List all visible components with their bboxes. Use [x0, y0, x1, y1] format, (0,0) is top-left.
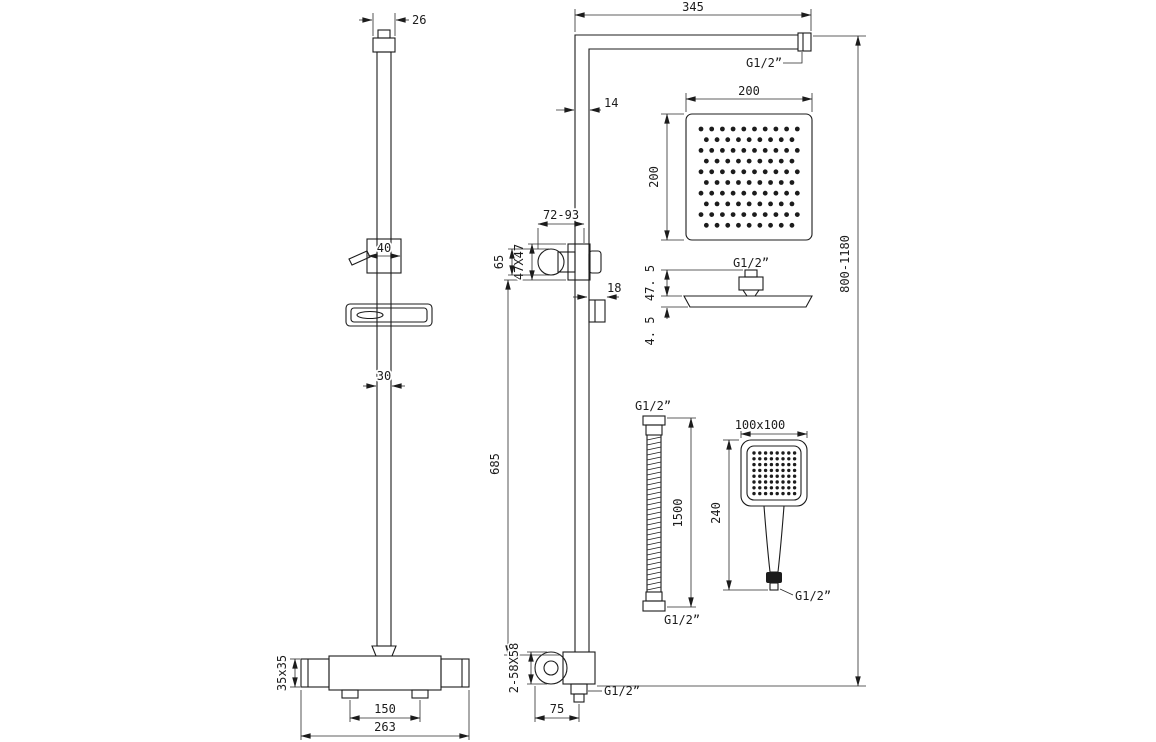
- dim-label-arm-length: 345: [682, 0, 704, 14]
- hand-shower-handle: [763, 505, 785, 573]
- label-hose-thread-bottom: G1/2”: [664, 613, 700, 627]
- hand-shower-face-plate: [746, 445, 802, 501]
- pipe-inner-line: [588, 48, 798, 652]
- dim-label-pipe: 14: [604, 96, 618, 110]
- label-outlet-thread: G1/2”: [604, 684, 640, 698]
- valve-left-inlet: [341, 689, 359, 699]
- dim-label-hand-face: 100x100: [735, 418, 786, 432]
- pipe-outer-line: [574, 34, 798, 652]
- head-swivel-taper: [741, 289, 761, 297]
- dim-label-hose-length: 1500: [671, 499, 685, 528]
- head-side-view: G1/2” 47. 5 4. 5: [641, 254, 813, 347]
- slider-bracket: [366, 238, 402, 274]
- rail-top-cap: [372, 37, 396, 53]
- arm-end-connector: [797, 32, 812, 52]
- hose-view: G1/2” G1/2” 1500: [633, 397, 702, 629]
- head-face-view: 200 200: [645, 82, 813, 241]
- soap-dish-recess: [356, 310, 384, 320]
- hose-corrugation: [646, 436, 662, 591]
- front-view: 26 40 30 35x35 150 263: [273, 11, 470, 740]
- shower-head-face: [685, 113, 813, 241]
- lower-wall-flange: [534, 651, 568, 685]
- dim-label-rail: 30: [377, 369, 391, 383]
- hand-shower-head: [740, 439, 808, 507]
- outlet-elbow-body: [562, 651, 596, 685]
- hand-spray-nozzle-grid: [752, 451, 797, 496]
- valve-body: [328, 655, 442, 691]
- head-profile: [683, 295, 813, 308]
- dim-label-height-range: 800-1180: [838, 235, 852, 293]
- leader-line: [779, 588, 794, 596]
- hose-top-ferrule: [645, 424, 663, 436]
- slider-block-side: [588, 299, 606, 323]
- head-thread-stub: [744, 269, 758, 278]
- hose-bottom-ferrule: [645, 591, 663, 602]
- valve-right-handle: [440, 658, 470, 688]
- dim-label-overall-width: 263: [374, 720, 396, 734]
- outlet-thread-stub: [573, 693, 585, 703]
- dim-label-valve-body: 35x35: [275, 655, 289, 691]
- dim-label-connector-height: 47. 5: [643, 265, 657, 301]
- upper-wall-flange: [537, 248, 565, 276]
- riser-rail: [376, 51, 392, 647]
- dim-label-wall-plate: 2-58X58: [507, 643, 521, 694]
- label-head-thread: G1/2”: [733, 256, 769, 270]
- label-arm-thread: G1/2”: [746, 56, 782, 70]
- dim-label-outlet-offset: 75: [550, 702, 564, 716]
- dim-label-hand-length: 240: [709, 502, 723, 524]
- dim-label-head-height: 200: [647, 166, 661, 188]
- leader-line: [783, 52, 803, 64]
- hand-shower-view: 100x100 240 G1/2”: [707, 416, 833, 605]
- dim-label-head-width: 200: [738, 84, 760, 98]
- rail-top-nub: [377, 29, 391, 39]
- dim-label-inlet-spacing: 150: [374, 702, 396, 716]
- soap-dish-inner: [350, 307, 428, 323]
- valve-right-inlet: [411, 689, 429, 699]
- label-hose-thread-top: G1/2”: [635, 399, 671, 413]
- spray-nozzle-grid: [698, 126, 800, 228]
- handle-end-cone: [766, 572, 782, 583]
- upper-bracket-arm: [557, 251, 576, 273]
- outlet-stub: [570, 683, 588, 695]
- hose-bottom-nut: [642, 600, 666, 612]
- dim-label-wall-clearance: 72-93: [543, 208, 579, 222]
- head-swivel-nut: [738, 276, 764, 291]
- soap-dish: [345, 303, 433, 327]
- hose-top-nut: [642, 415, 666, 426]
- label-hand-thread: G1/2”: [795, 589, 831, 603]
- lower-flange-hub: [543, 660, 559, 676]
- upper-bracket-clamp: [567, 243, 591, 281]
- dim-label-flange: 65: [492, 255, 506, 269]
- dim-label-slider-depth: 18: [607, 281, 621, 295]
- dim-label-slider: 40: [377, 241, 391, 255]
- side-view: 345 G1/2” 14 72-93 47X47 65 18 685: [486, 0, 866, 722]
- dim-label-top-width: 26: [412, 13, 426, 27]
- dim-label-lower-pipe: 685: [488, 453, 502, 475]
- valve-escutcheon: [371, 645, 397, 657]
- valve-left-handle: [300, 658, 330, 688]
- handle-thread-stub: [769, 582, 779, 591]
- dim-label-head-thickness: 4. 5: [643, 317, 657, 346]
- bracket-knob: [588, 250, 602, 274]
